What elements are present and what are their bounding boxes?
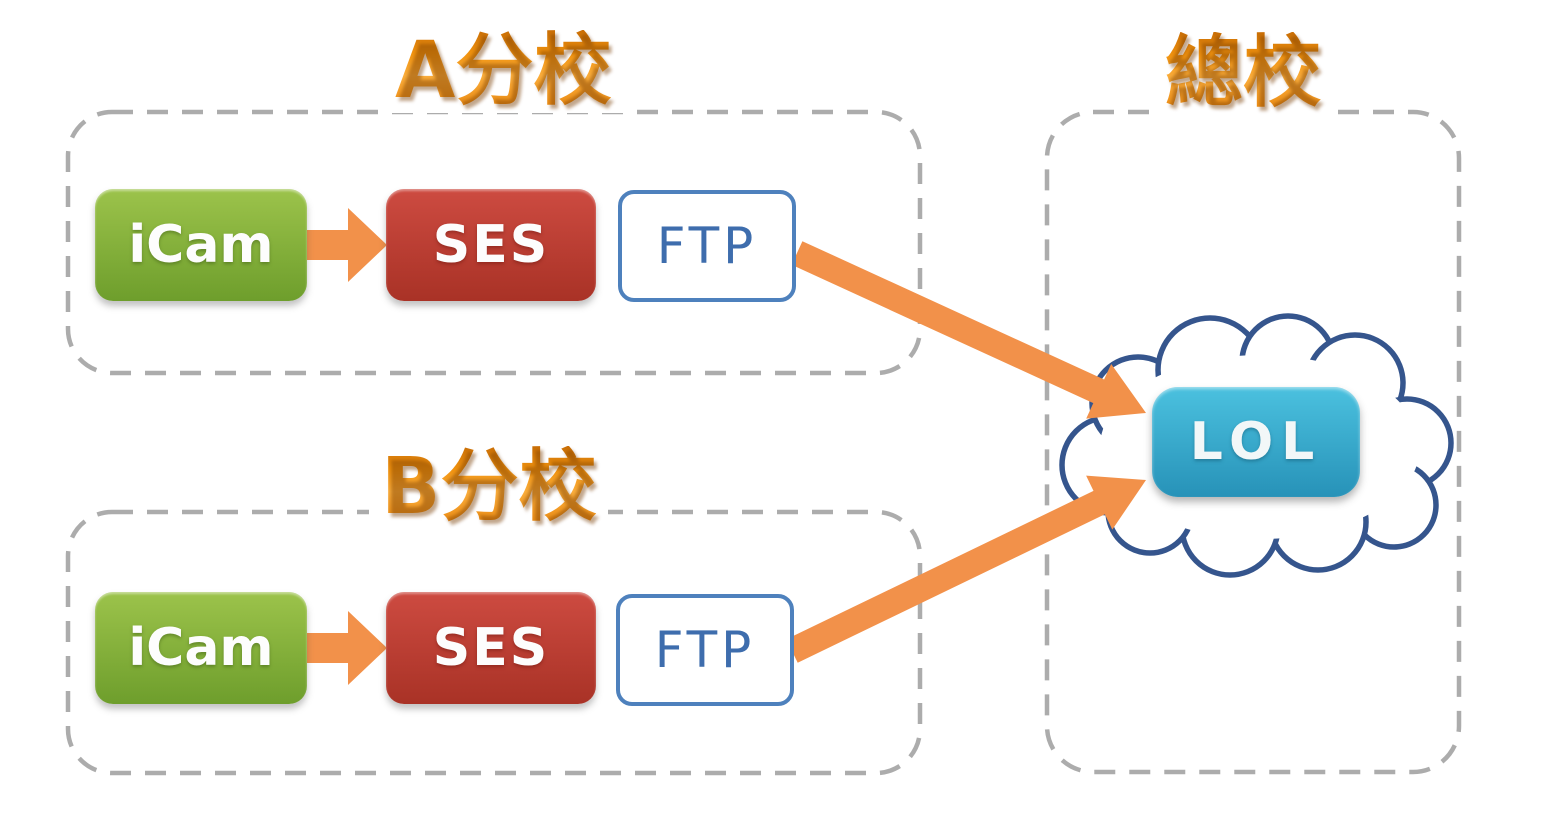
arrow-ftp-b-to-lol xyxy=(786,475,1146,663)
arrow-icam-to-ses-branch-a xyxy=(305,208,387,282)
headquarters-title-text: 總校 xyxy=(1165,28,1322,118)
branch-a-title-text: A分校 xyxy=(395,26,612,116)
node-icam-branch-b: iCam xyxy=(95,592,307,704)
headquarters-title: 總校 xyxy=(1153,28,1334,118)
node-icam-branch-a: iCam xyxy=(95,189,307,301)
node-ses-branch-b: SES xyxy=(386,592,596,704)
arrow-ftp-a-to-lol xyxy=(791,241,1146,419)
node-ses-branch-a: SES xyxy=(386,189,596,301)
node-ftp-branch-a: FTP xyxy=(618,190,796,302)
branch-a-title: A分校 xyxy=(383,26,624,116)
arrow-icam-to-ses-branch-b xyxy=(305,611,387,685)
branch-b-border xyxy=(65,509,923,776)
branch-a-border xyxy=(65,109,923,376)
branch-b-title: B分校 xyxy=(369,442,609,532)
node-ftp-branch-b: FTP xyxy=(616,594,794,706)
node-lol-headquarters: LOL xyxy=(1152,387,1360,497)
branch-b-title-text: B分校 xyxy=(381,442,597,532)
